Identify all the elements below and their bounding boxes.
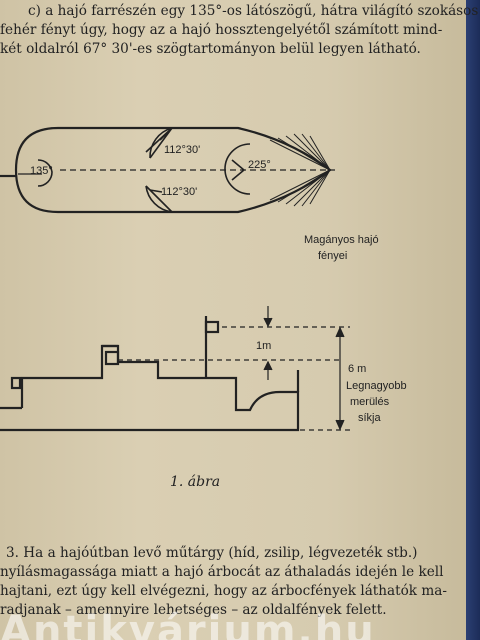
bottom-line: radjanak – amennyire lehetséges – az old…	[0, 602, 387, 618]
figure-1	[0, 126, 350, 432]
bow-light-fan	[269, 133, 331, 207]
draft-label: merülés	[350, 396, 390, 408]
bottom-line: 3. Ha a hajóútban levő műtárgy (híd, zsi…	[6, 545, 418, 561]
top-view-caption: fényei	[318, 250, 348, 262]
bottom-line: hajtani, ezt úgy kell elvégezni, hogy az…	[0, 583, 447, 599]
book-spine	[466, 0, 480, 640]
lower-side-angle-label: 112°30'	[161, 186, 198, 198]
draft-label: síkja	[358, 412, 381, 424]
six-meter-label: 6 m	[348, 363, 367, 375]
top-line: két oldalról 67° 30'-es szögtartományon …	[0, 41, 421, 57]
one-meter-label: 1m	[256, 340, 272, 352]
stern-light-arc	[37, 159, 53, 187]
masthead-angle-label: 225°	[248, 159, 271, 171]
top-view-caption: Magányos hajó	[304, 234, 379, 246]
draft-label: Legnagyobb	[346, 380, 407, 392]
bottom-paragraph: 3. Ha a hajóútban levő műtárgy (híd, zsi…	[0, 544, 447, 620]
dimension-lines	[118, 306, 350, 431]
top-line: c) a hajó farrészén egy 135°-os látószög…	[28, 3, 479, 19]
stern-angle-label: 135°	[30, 165, 53, 177]
top-paragraph: c) a hajó farrészén egy 135°-os látószög…	[0, 2, 478, 59]
top-line: fehér fényt úgy, hogy az a hajó hosszten…	[0, 22, 443, 38]
upper-side-angle-label: 112°30'	[164, 144, 201, 156]
watermark: Antikvárium.hu	[0, 611, 376, 640]
bottom-line: nyílásmagassága miatt a hajó árbocát az …	[0, 564, 444, 580]
side-light-wedges	[145, 127, 173, 213]
ship-side-view	[0, 316, 300, 432]
figure-caption: 1. ábra	[170, 474, 221, 490]
book-page	[0, 0, 466, 640]
masthead-light-arc	[224, 143, 251, 195]
